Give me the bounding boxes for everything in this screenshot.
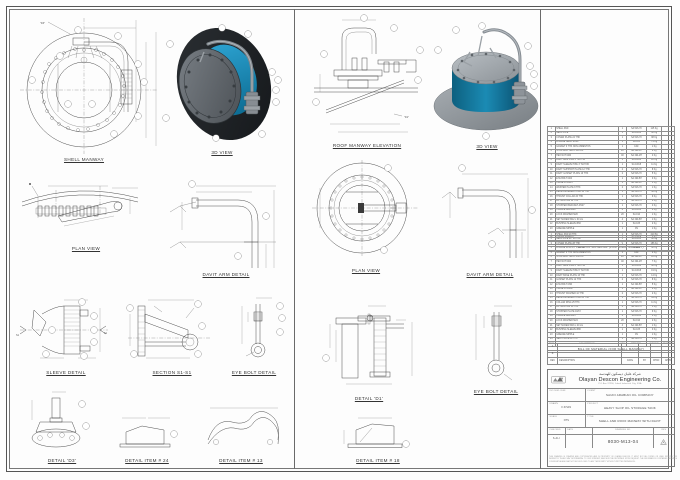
- label-davit-arm-roof: DAVIT ARM DETAIL: [466, 272, 514, 277]
- drawn-key: DRAWN: [549, 403, 559, 405]
- title-key: TITLE: [587, 416, 594, 418]
- project-value: HEAVY SLOP OIL STORAGE TANK: [603, 406, 656, 411]
- checked-key: CHECKED: [549, 429, 561, 431]
- view-detail-item-13: [200, 400, 286, 452]
- view-detail-item-24: [112, 408, 182, 452]
- label-detail-d3: DETAIL 'D3': [47, 458, 77, 463]
- view-detail-item-18: [338, 412, 418, 454]
- checked-value: S.ALI: [552, 437, 560, 441]
- view-sleeve-detail: S1 S1: [16, 292, 120, 364]
- table-row: B: [546, 350, 675, 358]
- svg-text:S1: S1: [104, 332, 108, 335]
- view-3d-roof: [430, 22, 540, 142]
- title-block: شركة عليان ديسكون للهندسة Olayan Descon …: [547, 369, 675, 467]
- panel-divider-1: [294, 9, 295, 469]
- label-detail-item-18: DETAIL ITEM # 18: [356, 458, 400, 463]
- client-key: CLIENT: [587, 390, 596, 392]
- view-eye-bolt-shell: [222, 292, 292, 364]
- rev-key: REV: [661, 429, 667, 431]
- panel-divider-2: [540, 9, 541, 469]
- view-roof-manway-elevation: "D1": [308, 14, 428, 138]
- view-section-s1: [124, 292, 220, 364]
- view-detail-d3: [26, 388, 106, 450]
- company-logo-icon: [551, 376, 566, 384]
- label-shell-manway: SHELL MANWAY: [63, 157, 105, 162]
- scale-value: NTS: [563, 419, 570, 423]
- svg-text:S1: S1: [16, 334, 20, 337]
- label-detail-d1: DETAIL 'D1': [354, 396, 384, 401]
- label-detail-item-13: DETAIL ITEM # 13: [219, 458, 263, 463]
- company-name-arabic: شركة عليان ديسكون للهندسة: [599, 372, 641, 377]
- project-row: DRAWN F.KHAN PROJECT HEAVY SLOP OIL STOR…: [548, 402, 674, 415]
- iso-label: ISO 9001:2008: [549, 390, 566, 392]
- client-value: SAUDI ARABIAN OIL COMPANY: [606, 393, 654, 398]
- project-key: PROJECT: [587, 403, 599, 405]
- scale-key: SCALE: [549, 416, 558, 418]
- view-davit-arm-shell: [166, 172, 288, 270]
- label-eye-bolt-roof: EYE BOLT DETAIL: [473, 389, 519, 394]
- title-value: SHELL AND ROOF MANWAY WITH DAVIT: [598, 419, 661, 424]
- label-3d-view-shell: 3D VIEW: [211, 150, 233, 155]
- label-section-s1-s1: SECTION S1-S1: [152, 370, 192, 375]
- callout-d1-leader: "D1": [404, 116, 409, 119]
- drawing-number: 8030-M13-04: [607, 439, 639, 444]
- revision-letter: A: [663, 440, 665, 444]
- view-detail-d1: [312, 298, 432, 394]
- drawn-value: F.KHAN: [561, 406, 572, 410]
- company-name-english: Olayan Descon Engineering Co.: [578, 377, 662, 384]
- dwgno-key: DRAWING NO.: [615, 429, 632, 431]
- label-eye-bolt-shell: EYE BOLT DETAIL: [231, 370, 277, 375]
- label-sleeve-detail: SLEEVE DETAIL: [46, 370, 86, 375]
- view-davit-arm-roof: [440, 162, 540, 262]
- legal-note: THIS DRAWING IS CREATED AND COPYRIGHTED …: [549, 456, 677, 463]
- client-row: ISO 9001:2008 CLIENT SAUDI ARABIAN OIL C…: [548, 389, 674, 402]
- view-eye-bolt-roof: [456, 300, 532, 392]
- view-plan-shell: [18, 172, 148, 234]
- company-row: شركة عليان ديسكون للهندسة Olayan Descon …: [548, 370, 674, 389]
- label-plan-view-shell: PLAN VIEW: [71, 246, 101, 251]
- callout-d3-leader: "D3": [40, 22, 45, 25]
- table-row: A: [546, 343, 675, 351]
- label-roof-manway-elevation: ROOF MANWAY ELEVATION: [332, 143, 402, 148]
- revision-triangle-icon: A: [660, 438, 668, 445]
- view-plan-roof: [310, 158, 422, 260]
- date-key: DATE: [567, 429, 574, 431]
- dwgno-row: S.ALI 8030-M13-04 A: [548, 435, 674, 448]
- view-shell-manway: "D3": [18, 12, 168, 154]
- label-3d-view-roof: 3D VIEW: [476, 144, 498, 149]
- title-row: SCALE NTS TITLE SHELL AND ROOF MANWAY WI…: [548, 415, 674, 428]
- company-address: P.O.Box 37296, Jubail Industrial City, K…: [598, 383, 642, 386]
- label-detail-item-24: DETAIL ITEM # 24: [125, 458, 169, 463]
- label-davit-arm-shell: DAVIT ARM DETAIL: [202, 272, 250, 277]
- view-3d-shell: [160, 22, 286, 144]
- dwgno-header-row: CHECKED DATE DRAWING NO. REV: [548, 428, 674, 435]
- label-plan-view-roof: PLAN VIEW: [351, 268, 381, 273]
